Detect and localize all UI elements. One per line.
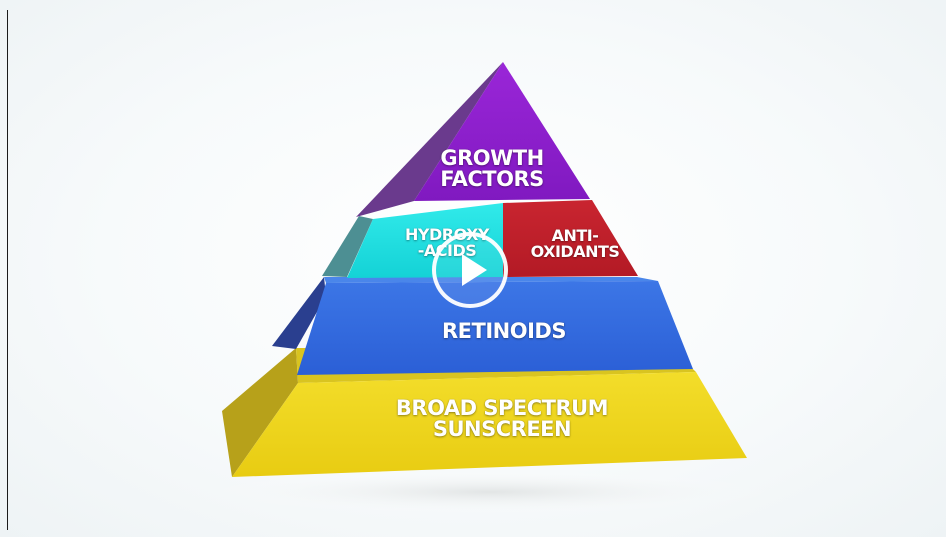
anti-oxidants-label: ANTI- OXIDANTS xyxy=(530,226,620,261)
retinoids-label: RETINOIDS xyxy=(442,319,566,343)
play-icon xyxy=(462,254,487,286)
play-button[interactable] xyxy=(432,232,508,308)
anti-oxidants-block xyxy=(503,200,638,277)
broad-spectrum-sunscreen-label: BROAD SPECTRUM SUNSCREEN xyxy=(395,396,609,441)
retinoids-layer-side xyxy=(272,277,326,349)
pyramid-shadow xyxy=(200,470,780,514)
frame-edge xyxy=(7,10,8,530)
sunscreen-layer-side xyxy=(222,348,298,477)
growth-factors-label: GROWTH FACTORS xyxy=(440,146,544,191)
sunscreen-layer-front xyxy=(232,372,747,477)
growth-factors-front xyxy=(414,62,590,201)
acids-layer-side xyxy=(322,216,373,277)
growth-factors-side xyxy=(356,62,503,217)
retinoids-layer-front xyxy=(297,281,693,375)
